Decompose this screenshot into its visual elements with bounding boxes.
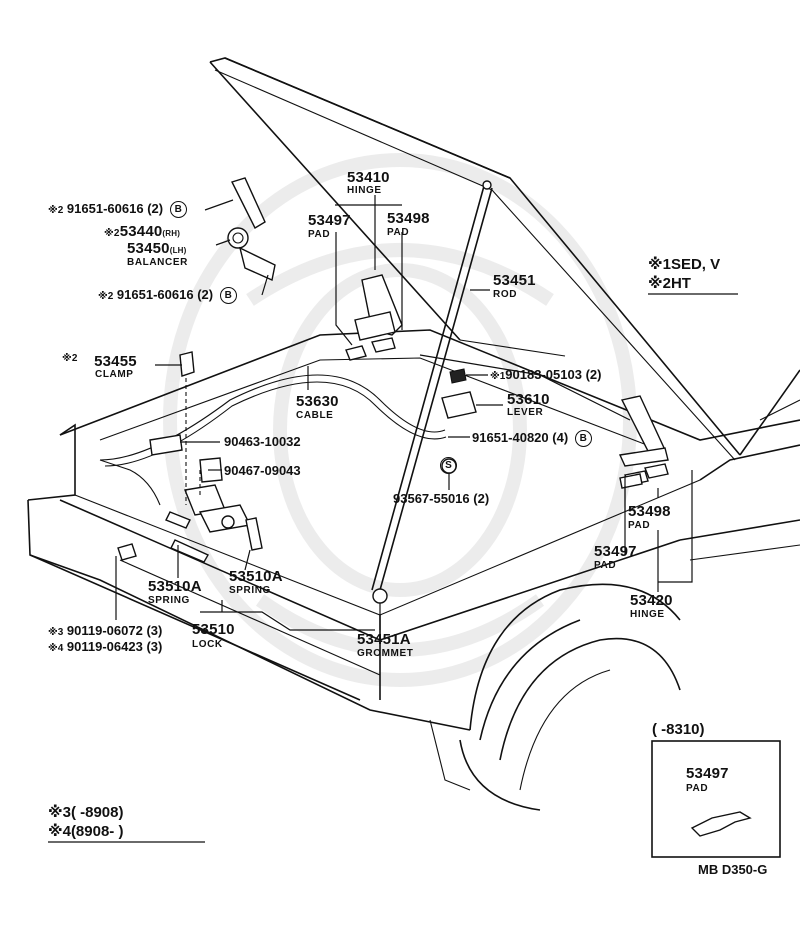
inset-pad-shape bbox=[690, 811, 752, 837]
label-53498-top-number: 53498 bbox=[387, 210, 430, 227]
label-90183: ※190183-05103 (2) bbox=[490, 368, 601, 382]
label-53510-number: 53510 bbox=[192, 621, 235, 638]
label-53450-number: 53450 bbox=[127, 240, 170, 257]
label-spring-right-number: 53510A bbox=[229, 568, 283, 585]
note-top-line1-mark: ※1 bbox=[648, 256, 671, 273]
label-90183-mark: ※1 bbox=[490, 371, 506, 382]
label-90463-number: 90463-10032 bbox=[224, 434, 301, 449]
label-53455-name: CLAMP bbox=[95, 369, 134, 380]
bolt-upper-number: 91651-60616 bbox=[66, 200, 144, 216]
note-bottom-line2-mark: ※4 bbox=[48, 823, 71, 840]
note-bottom-line1-mark: ※3 bbox=[48, 804, 71, 821]
label-screw3: ※3 90119-06072 (3) bbox=[48, 624, 162, 638]
bolt-upper-mark: ※2 bbox=[48, 204, 64, 216]
label-53451-number: 53451 bbox=[493, 272, 536, 289]
inset-range: ( -8310) bbox=[652, 721, 705, 738]
screw4-qty: (3) bbox=[146, 639, 163, 654]
lever-53610 bbox=[441, 368, 477, 419]
bolt-lower-number: 91651-60616 bbox=[116, 286, 194, 302]
note-top-line2-text: HT bbox=[670, 275, 691, 292]
label-53630-number: 53630 bbox=[296, 393, 339, 410]
s-clip-marker: S bbox=[437, 457, 457, 474]
label-53440-suffix: (RH) bbox=[162, 229, 181, 238]
inset-part-name: PAD bbox=[686, 783, 709, 794]
label-53440-number: 53440 bbox=[119, 223, 163, 240]
label-90467-number: 90467-09043 bbox=[224, 463, 301, 478]
label-screw4: ※4 90119-06423 (3) bbox=[48, 640, 162, 654]
label-53455: ※2 53455 bbox=[62, 353, 137, 370]
label-93567: 93567-55016 (2) bbox=[393, 492, 489, 505]
label-93567-number: 93567-55016 bbox=[393, 491, 470, 506]
note-bottom-line1-text: ( -8908) bbox=[70, 804, 124, 821]
label-53497-right-number: 53497 bbox=[594, 543, 637, 560]
label-91651-40820-qty: (4) bbox=[552, 429, 569, 445]
inset-part-number: 53497 bbox=[686, 765, 729, 782]
label-53451A-name: GROMMET bbox=[357, 648, 414, 659]
label-53410-name: HINGE bbox=[347, 185, 382, 196]
screw4-mark: ※4 bbox=[48, 643, 64, 654]
inset-box bbox=[651, 740, 781, 858]
note-top-line2: ※2HT bbox=[648, 276, 691, 291]
screw3-qty: (3) bbox=[146, 623, 163, 638]
label-53497-right-name: PAD bbox=[594, 560, 617, 571]
bolt-lower-circle: B bbox=[219, 287, 237, 304]
label-spring-right-name: SPRING bbox=[229, 585, 271, 596]
label-53497-top-number: 53497 bbox=[308, 212, 351, 229]
label-91651-40820-number: 91651-40820 bbox=[472, 429, 549, 445]
s-clip-circle: S bbox=[440, 457, 457, 474]
bolt-upper-qty: (2) bbox=[147, 200, 164, 216]
leader-lines bbox=[115, 195, 693, 631]
lock-assembly bbox=[117, 434, 263, 563]
label-53455-number: 53455 bbox=[94, 353, 137, 370]
label-53440-mark: ※2 bbox=[104, 228, 120, 239]
label-53498-right-number: 53498 bbox=[628, 503, 671, 520]
label-53610-name: LEVER bbox=[507, 407, 544, 418]
label-53450: 53450(LH) bbox=[127, 241, 187, 256]
screw3-number: 90119-06072 bbox=[66, 623, 143, 638]
note-top-line1-text: SED, V bbox=[670, 256, 721, 273]
clamp-53455 bbox=[179, 351, 195, 377]
bolt-lower-qty: (2) bbox=[197, 286, 214, 302]
label-bolt-upper: ※2 91651-60616 (2) B bbox=[48, 201, 187, 218]
label-53630-name: CABLE bbox=[296, 410, 334, 421]
label-53440: ※253440(RH) bbox=[104, 224, 180, 239]
label-53498-top-name: PAD bbox=[387, 227, 410, 238]
hinge-53410 bbox=[345, 274, 403, 361]
label-91651-40820: 91651-40820 (4) B bbox=[472, 430, 592, 447]
label-53420-name: HINGE bbox=[630, 609, 665, 620]
label-53497-top-name: PAD bbox=[308, 229, 331, 240]
label-53450-name: BALANCER bbox=[127, 257, 188, 268]
label-53610-number: 53610 bbox=[507, 391, 550, 408]
label-90183-qty: (2) bbox=[585, 367, 602, 382]
label-90183-number: 90183-05103 bbox=[505, 367, 582, 382]
balancer-53440 bbox=[227, 177, 276, 281]
diagram-code: MB D350-G bbox=[698, 862, 768, 877]
label-spring-left-name: SPRING bbox=[148, 595, 190, 606]
screw4-number: 90119-06423 bbox=[66, 639, 143, 654]
note-top-line2-mark: ※2 bbox=[648, 275, 671, 292]
label-53450-suffix: (LH) bbox=[169, 246, 187, 255]
label-53451A-number: 53451A bbox=[357, 631, 411, 648]
label-bolt-lower: ※2 91651-60616 (2) B bbox=[98, 287, 237, 304]
bolt-lower-mark: ※2 bbox=[98, 290, 114, 302]
screw3-mark: ※3 bbox=[48, 627, 64, 638]
note-bottom-line2-text: (8908- ) bbox=[70, 823, 124, 840]
label-53455-mark: ※2 bbox=[62, 353, 78, 364]
note-top-line1: ※1SED, V bbox=[648, 257, 720, 272]
note-bottom-line2: ※4(8908- ) bbox=[48, 824, 123, 839]
note-bottom-line1: ※3( -8908) bbox=[48, 805, 123, 820]
label-spring-left-number: 53510A bbox=[148, 578, 202, 595]
label-53498-right-name: PAD bbox=[628, 520, 651, 531]
label-53510-name: LOCK bbox=[192, 639, 223, 650]
label-53420-number: 53420 bbox=[630, 592, 673, 609]
label-53451-name: ROD bbox=[493, 289, 518, 300]
car-body bbox=[27, 329, 800, 811]
bolt-upper-circle: B bbox=[169, 201, 187, 218]
label-93567-qty: (2) bbox=[473, 491, 490, 506]
label-53410-number: 53410 bbox=[347, 169, 390, 186]
label-91651-40820-circle: B bbox=[574, 430, 592, 447]
